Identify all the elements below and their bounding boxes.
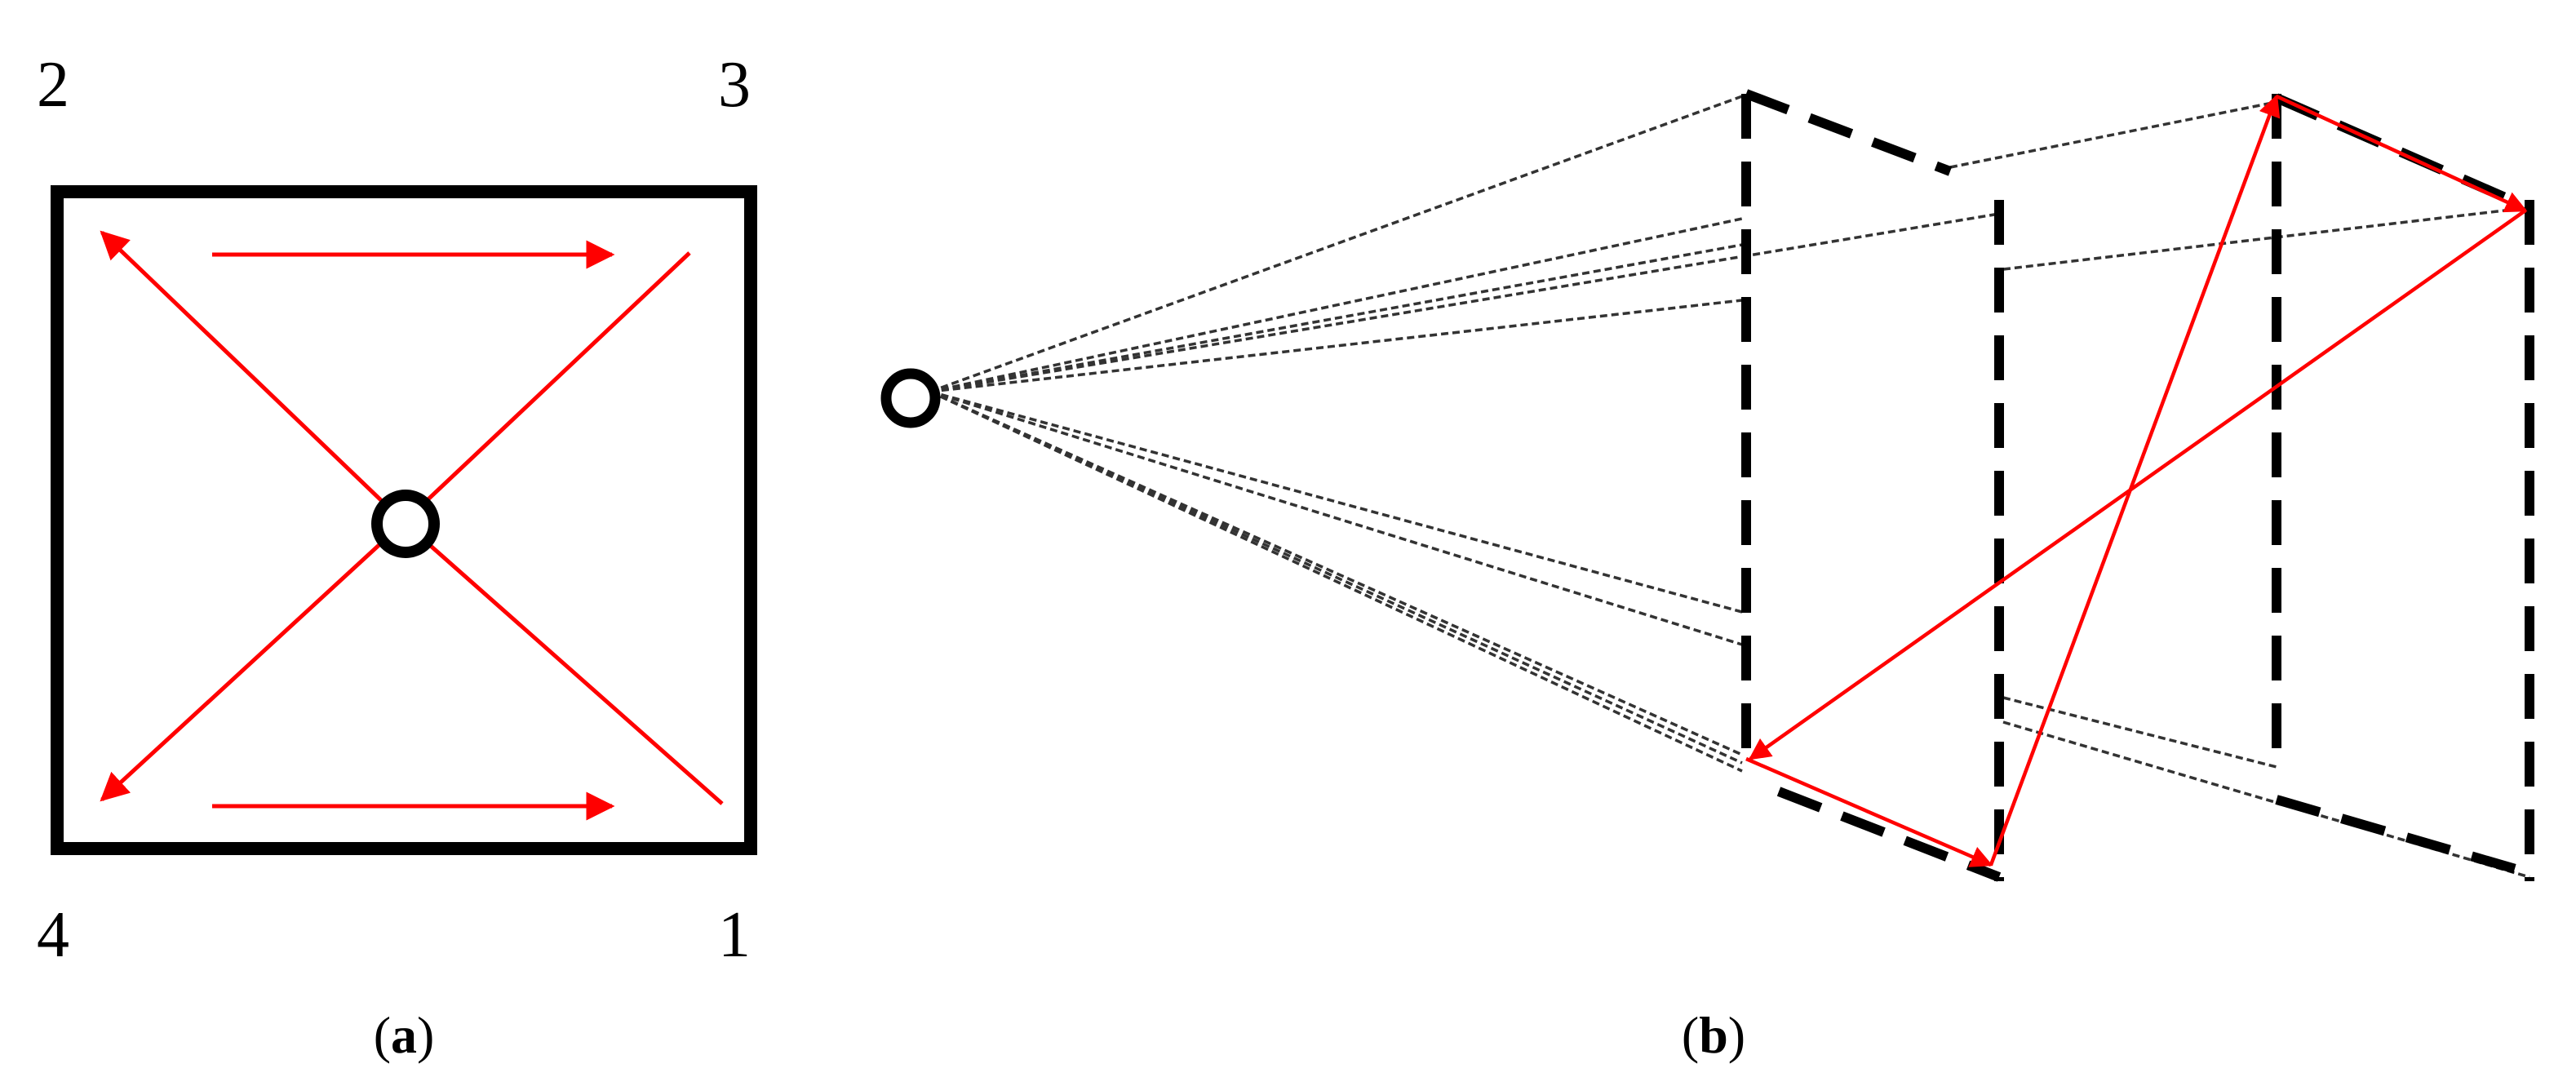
projection-line bbox=[929, 390, 1743, 646]
scan-path bbox=[1745, 94, 2528, 867]
square-frame bbox=[51, 185, 757, 855]
corner-label-bottom-right: 1 bbox=[718, 899, 751, 971]
observer-circle bbox=[880, 368, 941, 428]
sensor-circle bbox=[371, 490, 440, 558]
caption-a-close: ) bbox=[417, 1006, 434, 1064]
arrow-center-to-corner-4 bbox=[100, 521, 406, 802]
projection-line bbox=[1949, 100, 2277, 169]
projection-line bbox=[2002, 206, 2526, 271]
projection-line bbox=[929, 390, 1743, 765]
projection-line bbox=[929, 217, 1743, 393]
dashed-frames bbox=[1741, 89, 2534, 882]
projection-lines bbox=[929, 95, 2530, 879]
caption-b-open: ( bbox=[1682, 1006, 1699, 1064]
frame-edge bbox=[1744, 89, 1953, 176]
caption-a-open: ( bbox=[374, 1006, 391, 1064]
panel-a: 2 3 4 1 (a) bbox=[37, 49, 757, 1064]
frame-edge bbox=[2275, 795, 2531, 878]
projection-line bbox=[2002, 720, 2530, 879]
projection-line bbox=[929, 212, 2000, 393]
arrow-path-segment bbox=[2276, 94, 2528, 213]
corner-label-top-left: 2 bbox=[37, 49, 69, 121]
line-center-to-corner-1 bbox=[402, 521, 724, 805]
caption-b: (b) bbox=[1682, 1006, 1745, 1064]
caption-b-letter: b bbox=[1699, 1006, 1728, 1064]
arrow-path-segment bbox=[1989, 94, 2281, 866]
corner-label-top-right: 3 bbox=[718, 49, 751, 121]
projection-line bbox=[929, 390, 1743, 614]
frame-edge bbox=[1776, 787, 2002, 882]
caption-a: (a) bbox=[374, 1006, 435, 1064]
projection-line bbox=[929, 243, 1743, 393]
projection-line bbox=[929, 95, 1743, 393]
arrow-center-to-corner-2 bbox=[100, 230, 406, 524]
projection-line bbox=[929, 390, 1743, 773]
caption-b-close: ) bbox=[1728, 1006, 1745, 1064]
line-center-to-corner-3 bbox=[402, 251, 691, 524]
projection-line bbox=[929, 299, 1743, 393]
projection-line bbox=[929, 390, 1743, 756]
arrow-path-segment bbox=[1748, 209, 2527, 760]
corner-label-bottom-left: 4 bbox=[37, 899, 69, 971]
caption-a-letter: a bbox=[391, 1006, 417, 1064]
arrow-path-segment bbox=[1745, 756, 1993, 867]
panel-b: (b) bbox=[880, 89, 2534, 1064]
projection-line bbox=[2002, 696, 2277, 769]
